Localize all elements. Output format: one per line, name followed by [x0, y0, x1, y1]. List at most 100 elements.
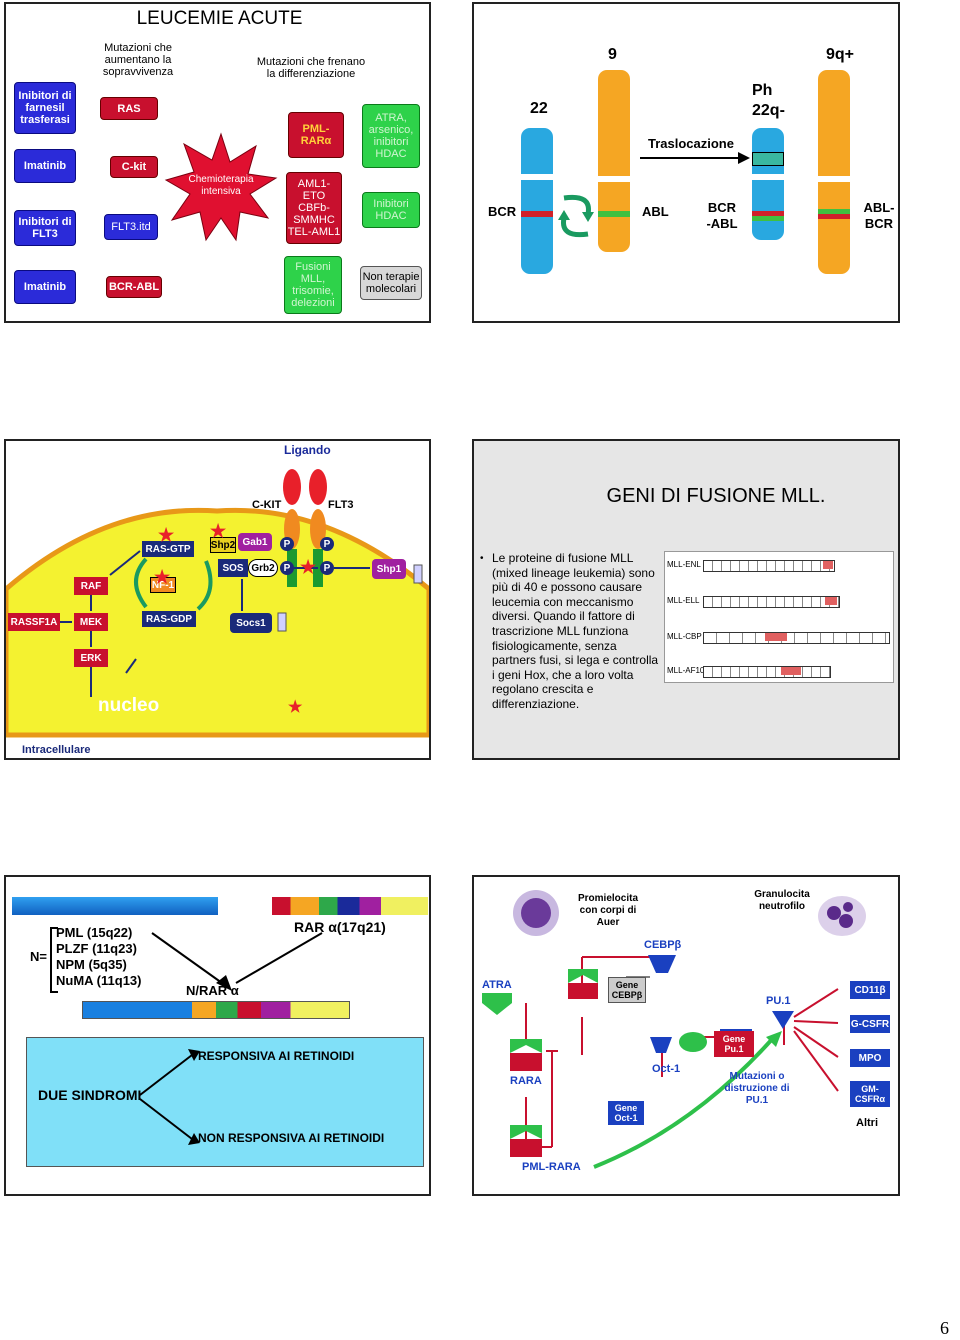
partner-pml: PML (15q22): [56, 925, 133, 940]
mll-row-af10: MLL-AF10: [667, 666, 705, 675]
granulocyte-cell-icon: [818, 896, 866, 936]
mll-bar-1: [703, 560, 835, 572]
ligand-label: Ligando: [284, 443, 331, 457]
mll-row-cbp: MLL-CBP: [667, 632, 702, 641]
rar-label: RAR α(17q21): [294, 919, 386, 935]
mutation-star-2: ★: [210, 521, 227, 541]
ph-green-band: [752, 216, 784, 221]
receptor-marker-1-icon: [568, 969, 598, 999]
gene-oct1: Gene Oct-1: [608, 1101, 644, 1125]
mll-bar-4: [703, 666, 831, 678]
fusion-label: N/RAR α: [186, 983, 239, 998]
mll-diagram: MLL-ENL MLL-ELL MLL-CBP MLL-AF10: [664, 551, 894, 683]
mutation-star-5: ★: [288, 699, 303, 716]
partners-bracket: [50, 927, 58, 993]
mutation-star-3: ★: [154, 567, 171, 587]
nucleus-label: nucleo: [98, 695, 160, 716]
mutation-pml-rara: PML-RARα: [288, 112, 344, 158]
mll-row-enl: MLL-ENL: [667, 560, 701, 569]
slide-mll-fusion: GENI DI FUSIONE MLL. • Le proteine di fu…: [472, 439, 900, 760]
node-raf: RAF: [74, 577, 108, 595]
node-socs1: Socs1: [230, 613, 272, 633]
translocation-arrow-icon: [640, 152, 750, 164]
chromosome-9q: [818, 70, 850, 274]
target-gmcsfra: GM-CSFRα: [850, 1081, 890, 1107]
chr9-label: 9: [608, 46, 617, 63]
pu1-label: PU.1: [766, 995, 791, 1007]
slide-differentiation: Promielocita con corpi di Auer Granuloci…: [472, 875, 900, 1196]
abl-bcr-label: ABL- BCR: [863, 200, 895, 231]
node-gab1: Gab1: [238, 533, 272, 551]
chr9q-label: 9q+: [826, 46, 855, 63]
col-differentiation-label: Mutazioni che frenano la differenziazion…: [256, 56, 366, 80]
pml-rara-marker-icon: [510, 1125, 542, 1157]
syndromes-label: DUE SINDROMI: [38, 1087, 142, 1103]
mll-fusion-1: [823, 561, 833, 569]
node-p4: P: [320, 561, 334, 575]
mutation-ras: RAS: [100, 97, 158, 120]
converge-arrows-icon: [151, 932, 323, 991]
gene-pu1-box: Gene Pu.1: [714, 1031, 754, 1057]
node-nf1: NF-1: [150, 577, 176, 593]
partner-npm: NPM (5q35): [56, 957, 127, 972]
gene-cebpb: Gene CEBPβ: [608, 977, 646, 1003]
chromosome-ph: [752, 128, 784, 240]
chr22-bcr-band: [521, 211, 553, 217]
mutation-star-4: ★: [300, 557, 317, 577]
mutation-ckit: C-kit: [110, 156, 158, 178]
bottom-no-molecular: Non terapie molecolari: [360, 266, 422, 300]
node-grb2: Grb2: [248, 559, 278, 577]
mll-fusion-2: [825, 597, 837, 605]
chr9-centromere: [598, 176, 630, 182]
flt3-label: FLT3: [328, 499, 354, 511]
chr22-centromere: [521, 174, 553, 180]
bcr-label: BCR: [488, 204, 517, 219]
slide-translocation: 22 9 Ph 22q- 9q+ Traslocazione BCR ABL B…: [472, 2, 900, 323]
ph-teal-segment: [752, 152, 784, 166]
granulocyte-label: Granulocita neutrofilo: [754, 889, 810, 912]
slide4-title: GENI DI FUSIONE MLL.: [606, 485, 826, 507]
slide4-body: Le proteine di fusione MLL (mixed lineag…: [492, 551, 659, 711]
node-p1: P: [280, 537, 294, 551]
chromosome-9: [598, 70, 630, 252]
mll-fusion-4: [781, 667, 801, 675]
node-ras-gtp: RAS-GTP: [142, 541, 194, 557]
mll-fusion-3: [765, 633, 787, 641]
slide-pml-rara: N= PML (15q22) PLZF (11q23) NPM (5q35) N…: [4, 875, 431, 1196]
chromosome-22: [521, 128, 553, 274]
cebpb-small-icon: [650, 1037, 672, 1053]
drug-flt3-inhibitor: Inibitori di FLT3: [14, 210, 76, 246]
promyelocyte-label: Promielocita con corpi di Auer: [577, 893, 639, 928]
pu1-shape-icon: [772, 1011, 794, 1029]
exchange-arrows-icon: [558, 194, 594, 238]
n-equals: N=: [30, 949, 47, 964]
drug-atra: ATRA, arsenico, inibitori HDAC: [362, 104, 420, 168]
abl-label: ABL: [642, 204, 669, 219]
ckit-label: C-KIT: [252, 499, 282, 511]
bar-fusion: [82, 1001, 350, 1019]
atra-label: ATRA: [482, 979, 512, 991]
slide-signaling: Ligando C-KIT FLT3 RAS-GTP Shp2 Gab1 P P…: [4, 439, 431, 760]
drug-farnesil: Inibitori di farnesil trasferasi: [14, 82, 76, 134]
mutations-label: Mutazioni o distruzione di PU.1: [724, 1071, 790, 1106]
cebpb-trapezoid-icon: [648, 955, 676, 973]
chr9q-red-band: [818, 214, 850, 219]
node-sos: SOS: [218, 559, 248, 577]
target-mpo: MPO: [850, 1049, 890, 1067]
other-label: Altri: [856, 1117, 878, 1129]
oct1-label: Oct-1: [652, 1063, 681, 1075]
ph22-label: 22q-: [752, 102, 785, 119]
branch-arrows-icon: [139, 1049, 200, 1145]
bullet-dot: •: [480, 553, 484, 564]
col-survival-label: Mutazioni che aumentano la sopravvivenza: [102, 42, 174, 78]
node-mek: MEK: [74, 613, 108, 631]
chr9-abl-band: [598, 211, 630, 217]
bottom-mll-fusion: Fusioni MLL, trisomie, delezioni: [284, 256, 342, 314]
rara-label: RARA: [510, 1075, 542, 1087]
mutation-star-1: ★: [158, 525, 175, 545]
target-cd11b: CD11β: [850, 981, 890, 999]
node-p3: P: [280, 561, 294, 575]
mutation-flt3-itd: FLT3.itd: [104, 214, 158, 240]
bar-n-top: [12, 897, 218, 915]
chemo-label: Chemioterapia intensiva: [188, 174, 254, 197]
